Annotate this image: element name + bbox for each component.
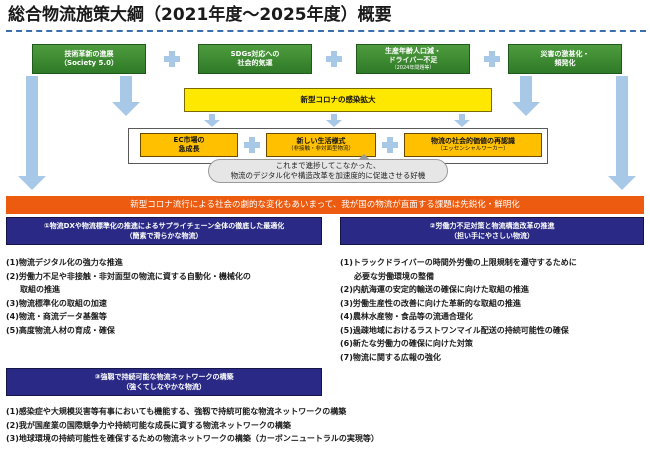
section-subtitle: （強くてしなやかな物流） — [122, 383, 206, 391]
factor-subtitle: （Society 5.0） — [60, 59, 118, 67]
list-item: (4)農林水産物・食品等の流通合理化 — [340, 312, 473, 321]
list-item: (5)高度物流人材の育成・確保 — [6, 325, 115, 335]
plus-icon — [484, 51, 500, 67]
impact-note: （エッセンシャルワーカー） — [437, 145, 509, 152]
impact-box-social-value: 物流の社会的価値の再認識 （エッセンシャルワーカー） — [404, 133, 542, 157]
impact-box-lifestyle: 新しい生活様式 （非接触・非対面型物流） — [266, 133, 376, 157]
title-divider — [6, 30, 646, 32]
list-item: (3)地球環境の持続可能性を確保するための物流ネットワークの構築（カーボンニュー… — [6, 434, 379, 443]
factor-title: 災害の激甚化・ — [540, 50, 590, 59]
covid-box: 新型コロナの感染拡大 — [184, 88, 492, 112]
callout-line-2: 物流のデジタル化や構造改革を加速度的に促進させる好機 — [230, 171, 426, 180]
list-item: (1)トラックドライバーの時間外労働の上限規制を遵守するために — [340, 258, 577, 267]
section-title: ②労働力不足対策と物流構造改革の推進 — [429, 222, 555, 230]
section-header-labor: ②労働力不足対策と物流構造改革の推進 （担い手にやさしい物流） — [340, 217, 644, 245]
factor-title: 生産年齢人口減・ — [385, 47, 441, 56]
impact-box-ec: EC市場の 急成長 — [140, 133, 238, 157]
section-header-dx: ①物流DXや物流標準化の推進によるサプライチェーン全体の徹底した最適化 （簡素で… — [6, 217, 322, 245]
section-list-labor: (1)トラックドライバーの時間外労働の上限規制を遵守するために 必要な労働環境の… — [340, 256, 577, 364]
plus-icon — [164, 51, 180, 67]
list-item-continued: 必要な労働環境の整備 — [354, 271, 434, 281]
list-item: (2)内航海運の安定的輸送の確保に向けた取組の推進 — [340, 285, 529, 294]
impact-note: （非接触・非対面型物流） — [287, 145, 354, 152]
impact-title: 新しい生活様式 — [296, 137, 346, 146]
page-title: 総合物流施策大綱（2021年度～2025年度）概要 — [8, 5, 392, 25]
plus-icon — [382, 137, 398, 153]
opportunity-callout: これまで進捗してこなかった、 物流のデジタル化や構造改革を加速度的に促進させる好… — [208, 159, 448, 183]
section-subtitle: （簡素で滑らかな物流） — [125, 232, 203, 240]
impact-subtitle: 急成長 — [178, 145, 200, 153]
list-item: (4)物流・商流データ基盤等 — [6, 312, 107, 321]
factor-box-sdgs: SDGs対応への 社会的気運 — [198, 44, 312, 74]
list-item: (6)新たな労働力の確保に向けた対策 — [340, 339, 473, 348]
plus-icon — [244, 137, 260, 153]
factor-box-disaster: 災害の激甚化・ 頻発化 — [508, 44, 622, 74]
list-item: (7)物流に関する広報の強化 — [340, 352, 441, 362]
covid-label: 新型コロナの感染拡大 — [300, 95, 376, 105]
factor-subtitle: 頻発化 — [554, 59, 576, 67]
list-item: (3)物流標準化の取組の加速 — [6, 298, 107, 308]
factor-box-technology: 技術革新の進展 （Society 5.0） — [32, 44, 146, 74]
factor-title: 技術革新の進展 — [64, 50, 114, 59]
list-item: (5)過疎地域におけるラストワンマイル配送の持続可能性の確保 — [340, 325, 569, 335]
list-item: (2)労働力不足や非接触・非対面型の物流に資する自動化・機械化の — [6, 271, 251, 281]
section-list-dx: (1)物流デジタル化の強力な推進 (2)労働力不足や非接触・非対面型の物流に資す… — [6, 256, 251, 337]
factor-subtitle: 社会的気運 — [237, 59, 273, 67]
section-title: ③強靱で持続可能な物流ネットワークの構築 — [94, 373, 234, 381]
section-subtitle: （担い手にやさしい物流） — [450, 232, 534, 240]
impact-title: EC市場の — [173, 136, 205, 145]
section-title: ①物流DXや物流標準化の推進によるサプライチェーン全体の徹底した最適化 — [43, 222, 285, 230]
section-list-resilience: (1)感染症や大規模災害等有事においても機能する、強靱で持続可能な物流ネットワー… — [6, 405, 379, 446]
factor-note: （2024年問題等） — [391, 64, 435, 71]
list-item: (2)我が国産業の国際競争力や持続可能な成長に資する物流ネットワークの構築 — [6, 420, 291, 430]
list-item: (1)感染症や大規模災害等有事においても機能する、強靱で持続可能な物流ネットワー… — [6, 407, 347, 416]
section-header-resilience: ③強靱で持続可能な物流ネットワークの構築 （強くてしなやかな物流） — [6, 368, 322, 396]
list-item: (1)物流デジタル化の強力な推進 — [6, 258, 123, 267]
factor-box-labor: 生産年齢人口減・ ドライバー不足 （2024年問題等） — [356, 44, 470, 74]
factor-title: SDGs対応への — [230, 50, 280, 59]
background-diagram: 技術革新の進展 （Society 5.0） SDGs対応への 社会的気運 生産年… — [8, 36, 642, 190]
list-item-continued: 取組の推進 — [20, 285, 60, 294]
factor-subtitle: ドライバー不足 — [388, 55, 438, 64]
plus-icon — [326, 51, 342, 67]
list-item: (3)労働生産性の改善に向けた革新的な取組の推進 — [340, 298, 521, 308]
issues-banner: 新型コロナ流行による社会の劇的な変化もあいまって、我が国の物流が直面する課題は先… — [6, 196, 644, 214]
callout-line-1: これまで進捗してこなかった、 — [275, 161, 381, 170]
speech-tail — [358, 154, 370, 160]
impact-title: 物流の社会的価値の再認識 — [431, 137, 515, 146]
